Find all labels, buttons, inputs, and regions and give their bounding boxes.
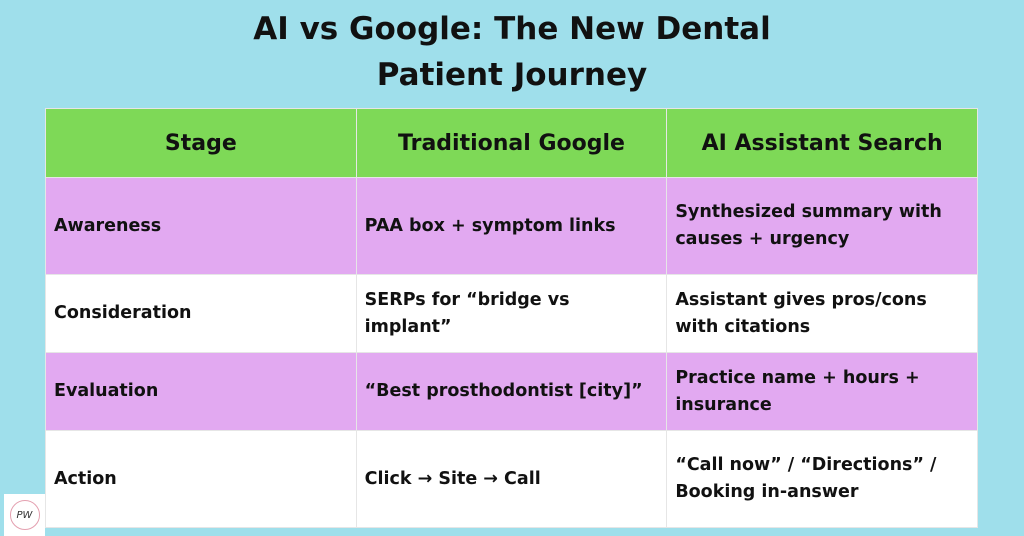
cell-stage: Awareness xyxy=(45,177,357,275)
header-ai-assistant: AI Assistant Search xyxy=(666,108,978,178)
cell-ai: Practice name + hours + insurance xyxy=(666,352,978,431)
header-stage: Stage xyxy=(45,108,357,178)
cell-google: “Best prosthodontist [city]” xyxy=(355,352,668,431)
header-traditional-google: Traditional Google xyxy=(355,108,668,178)
cell-stage: Action xyxy=(45,430,357,528)
cell-stage: Evaluation xyxy=(45,352,357,431)
cell-ai: Synthesized summary with causes + urgenc… xyxy=(666,177,978,275)
title-line-2: Patient Journey xyxy=(376,57,648,93)
cell-ai: Assistant gives pros/cons with citations xyxy=(666,274,978,353)
pw-logo: PW xyxy=(4,494,45,536)
title-line-1: AI vs Google: The New Dental xyxy=(253,11,771,47)
cell-google: Click → Site → Call xyxy=(355,430,668,528)
cell-google: SERPs for “bridge vs implant” xyxy=(355,274,668,353)
table-row: Consideration SERPs for “bridge vs impla… xyxy=(45,274,978,353)
comparison-table: Stage Traditional Google AI Assistant Se… xyxy=(45,108,978,528)
cell-google: PAA box + symptom links xyxy=(355,177,668,275)
table-row: Evaluation “Best prosthodontist [city]” … xyxy=(45,352,978,431)
cell-stage: Consideration xyxy=(45,274,357,353)
table-row: Awareness PAA box + symptom links Synthe… xyxy=(45,177,978,275)
cell-ai: “Call now” / “Directions” / Booking in-a… xyxy=(666,430,978,528)
page-title: AI vs Google: The New Dental Patient Jou… xyxy=(0,6,1024,98)
table-row: Action Click → Site → Call “Call now” / … xyxy=(45,430,978,528)
table-header-row: Stage Traditional Google AI Assistant Se… xyxy=(45,108,978,178)
logo-mark: PW xyxy=(9,500,40,530)
